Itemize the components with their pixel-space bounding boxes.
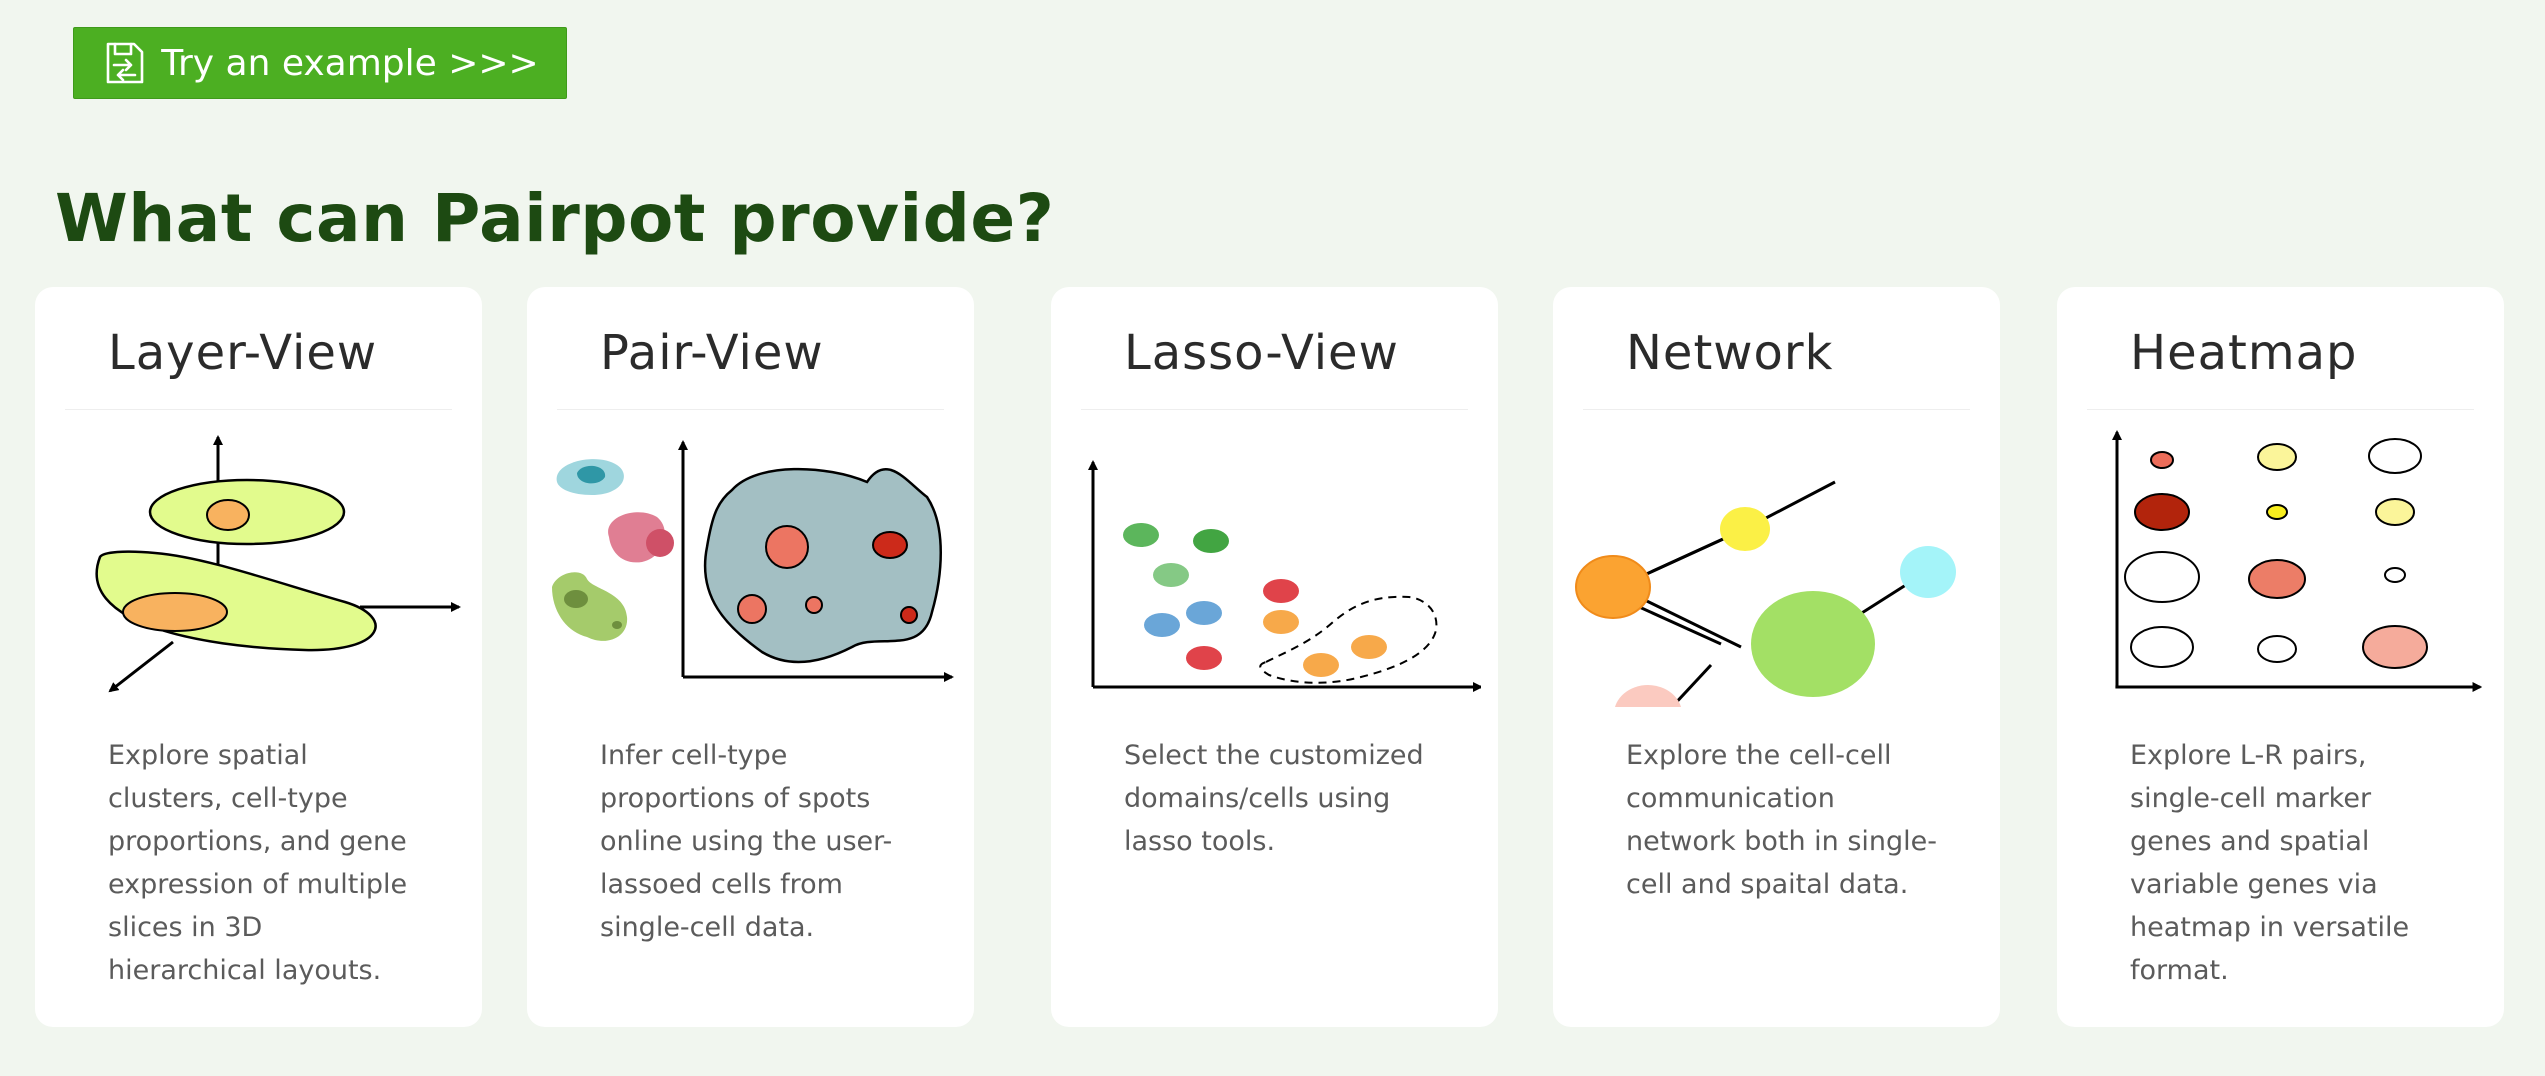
try-example-label: Try an example >>> bbox=[161, 42, 539, 84]
card-description: Explore L-R pairs, single-cell marker ge… bbox=[2130, 740, 2410, 986]
card-title: Layer-View bbox=[108, 325, 378, 381]
section-title: What can Pairpot provide? bbox=[55, 180, 1055, 257]
card-heatmap[interactable]: Heatmap Explore L-R pairs, single-cell m… bbox=[2057, 287, 2504, 1027]
card-layer-view[interactable]: Layer-View Explore spatial clusters, cel… bbox=[35, 287, 482, 1027]
network-illustration bbox=[1575, 480, 1956, 707]
card-network[interactable]: Network Explore the cell-cell communicat… bbox=[1553, 287, 2000, 1027]
heatmap-illustration bbox=[2112, 430, 2483, 692]
divider bbox=[1583, 409, 1970, 410]
divider bbox=[2087, 409, 2474, 410]
pair-view-illustration bbox=[552, 440, 954, 682]
card-title: Lasso-View bbox=[1124, 325, 1399, 381]
card-pair-view[interactable]: Pair-View Infer cell-type proportions of… bbox=[527, 287, 974, 1027]
card-title: Pair-View bbox=[600, 325, 824, 381]
try-example-button[interactable]: Try an example >>> bbox=[73, 27, 567, 99]
card-description: Explore spatial clusters, cell-type prop… bbox=[108, 740, 408, 986]
layer-view-illustration bbox=[95, 435, 461, 693]
card-lasso-view[interactable]: Lasso-View Select the customized domains… bbox=[1051, 287, 1498, 1027]
divider bbox=[557, 409, 944, 410]
divider bbox=[1081, 409, 1468, 410]
lasso-view-illustration bbox=[1088, 460, 1481, 692]
card-description: Infer cell-type proportions of spots onl… bbox=[600, 740, 893, 943]
card-title: Network bbox=[1626, 325, 1834, 381]
card-description: Select the customized domains/cells usin… bbox=[1124, 740, 1424, 857]
divider bbox=[65, 409, 452, 410]
card-title: Heatmap bbox=[2130, 325, 2358, 381]
save-transfer-icon bbox=[106, 42, 144, 84]
card-description: Explore the cell-cell communication netw… bbox=[1626, 740, 1938, 900]
